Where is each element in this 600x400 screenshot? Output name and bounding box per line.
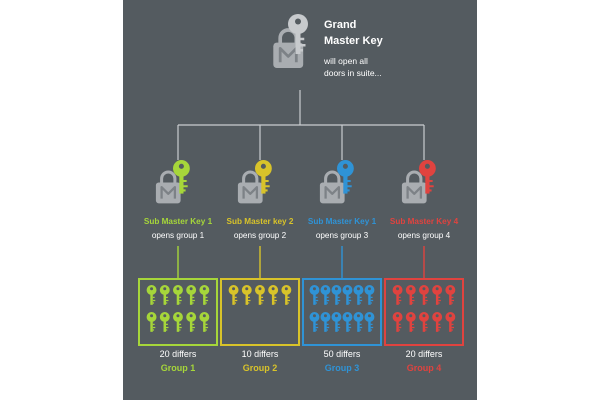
group-1-key-icon bbox=[173, 285, 183, 305]
group-1-key-icon bbox=[159, 312, 170, 332]
group-3-key-icon bbox=[331, 312, 342, 332]
group-2-key-icon bbox=[268, 285, 279, 305]
sub-master-3-key-icon bbox=[337, 160, 354, 194]
group-3-key-icon bbox=[353, 312, 364, 332]
sub-master-4-name: Sub Master Key 4 bbox=[389, 217, 459, 226]
sub-master-3-name: Sub Master Key 1 bbox=[307, 217, 377, 226]
group-3-key-icon bbox=[320, 312, 331, 332]
group-4-key-icon bbox=[392, 285, 403, 305]
sub-master-2-key-icon bbox=[255, 160, 272, 194]
sub-master-4-key-icon bbox=[419, 160, 436, 194]
group-4-key-icon bbox=[405, 285, 416, 305]
grand-master-title-line2: Master Key bbox=[324, 35, 383, 47]
group-3-key-icon bbox=[331, 285, 342, 305]
group-3-key-icon bbox=[364, 285, 375, 305]
group-2-differs: 10 differs bbox=[241, 349, 279, 359]
sub-master-1-padlock-icon bbox=[155, 170, 181, 204]
group-4-key-icon bbox=[392, 312, 403, 332]
sub-master-2-desc: opens group 2 bbox=[233, 231, 287, 240]
group-4-label: Group 4 bbox=[406, 363, 442, 373]
sub-master-3-padlock-icon bbox=[319, 170, 345, 204]
group-2-key-icon bbox=[281, 285, 292, 305]
group-4-box bbox=[384, 278, 464, 346]
grand-master-desc-line2: doors in suite... bbox=[324, 68, 382, 78]
group-4-key-icon bbox=[445, 312, 456, 332]
group-3-key-icon bbox=[342, 285, 353, 305]
group-1-key-icon bbox=[173, 312, 183, 332]
group-3-differs: 50 differs bbox=[323, 349, 361, 359]
group-3-key-icon bbox=[342, 312, 353, 332]
group-3-key-icon bbox=[309, 285, 320, 305]
group-1-key-icon bbox=[186, 285, 197, 305]
group-2-key-icon bbox=[228, 285, 239, 305]
group-1-key-icon bbox=[146, 285, 157, 305]
sub-master-1-desc: opens group 1 bbox=[151, 231, 205, 240]
grand-master-desc-line1: will open all bbox=[324, 56, 368, 66]
group-4-key-icon bbox=[405, 312, 416, 332]
group-1-key-icon bbox=[146, 312, 157, 332]
group-4-key-icon bbox=[419, 285, 429, 305]
hierarchy-svg bbox=[138, 14, 464, 346]
group-3-key-icon bbox=[353, 285, 364, 305]
group-4-key-icon bbox=[419, 312, 429, 332]
group-2-box bbox=[220, 278, 300, 346]
group-4-key-icon bbox=[445, 285, 456, 305]
group-2-key-icon bbox=[255, 285, 265, 305]
group-3-box bbox=[302, 278, 382, 346]
group-1-key-icon bbox=[186, 312, 197, 332]
group-4-differs: 20 differs bbox=[405, 349, 443, 359]
group-4-key-icon bbox=[432, 285, 443, 305]
sub-master-4-padlock-icon bbox=[401, 170, 427, 204]
group-1-key-icon bbox=[159, 285, 170, 305]
group-3-key-icon bbox=[309, 312, 320, 332]
group-1-key-icon bbox=[199, 312, 210, 332]
group-3-key-icon bbox=[364, 312, 375, 332]
grand-master-key-icon bbox=[288, 14, 308, 54]
grand-master-title-line1: Grand bbox=[324, 19, 357, 31]
sub-master-1-key-icon bbox=[173, 160, 190, 194]
group-1-box bbox=[138, 278, 218, 346]
group-1-differs: 20 differs bbox=[159, 349, 197, 359]
sub-master-3-desc: opens group 3 bbox=[315, 231, 369, 240]
group-2-key-icon bbox=[241, 285, 252, 305]
group-3-label: Group 3 bbox=[324, 363, 360, 373]
sub-master-4-desc: opens group 4 bbox=[397, 231, 451, 240]
group-3-key-icon bbox=[320, 285, 331, 305]
group-1-label: Group 1 bbox=[160, 363, 196, 373]
sub-master-2-name: Sub Master key 2 bbox=[226, 217, 294, 226]
master-key-diagram: Grand Master Key will open all doors in … bbox=[123, 0, 477, 400]
group-4-key-icon bbox=[432, 312, 443, 332]
group-1-key-icon bbox=[199, 285, 210, 305]
sub-master-2-padlock-icon bbox=[237, 170, 263, 204]
group-2-label: Group 2 bbox=[242, 363, 278, 373]
sub-master-1-name: Sub Master Key 1 bbox=[143, 217, 213, 226]
